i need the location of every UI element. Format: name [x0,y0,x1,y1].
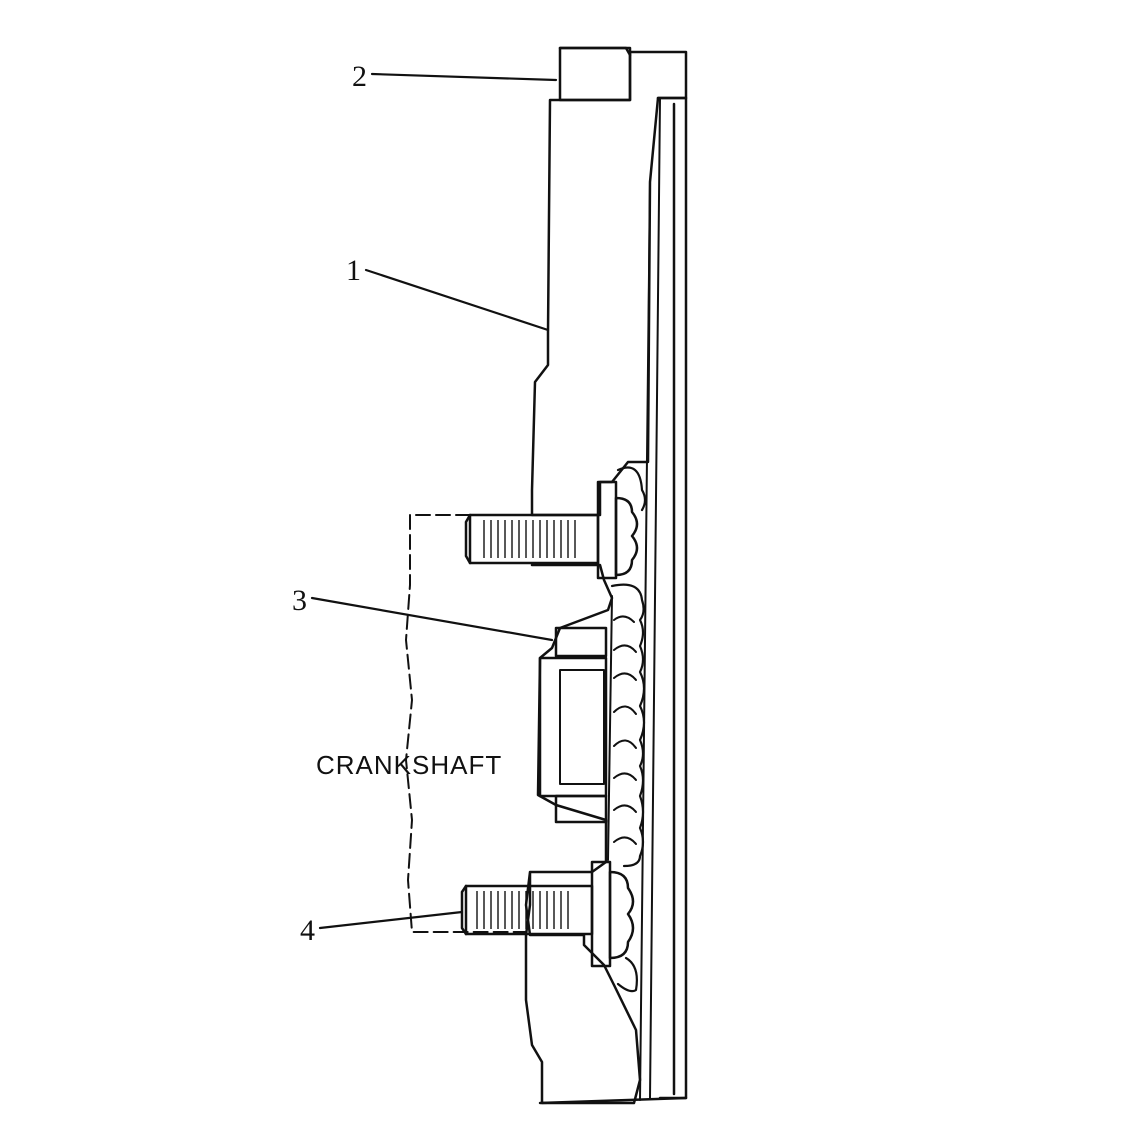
upper-bolt [464,480,639,580]
ring-gear [558,46,632,102]
crankshaft-outline [405,514,531,933]
pilot-bearing [538,626,608,824]
flywheel-body [524,50,688,1105]
callout-1: 1 [346,254,361,287]
lower-bolt [460,860,635,968]
leader-lines [310,72,558,930]
crankshaft-label: CRANKSHAFT [316,750,502,780]
washer-stack [607,466,647,993]
callout-2: 2 [352,60,367,93]
callout-4: 4 [300,914,315,947]
callout-3: 3 [292,584,307,617]
